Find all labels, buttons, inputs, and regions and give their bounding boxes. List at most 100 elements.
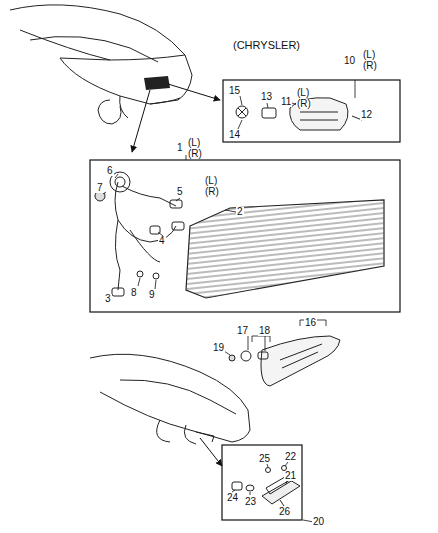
wiring-harness [112, 288, 124, 296]
car-outline [157, 420, 170, 442]
wiring-harness [137, 271, 143, 277]
wiring-harness [95, 172, 184, 296]
license-lamp [232, 466, 300, 507]
car-outline [100, 392, 232, 442]
side-marker-lamp [262, 108, 276, 118]
callout-number: 1 [176, 143, 184, 153]
backup-lamp [229, 336, 340, 386]
side-marker-lamp [238, 108, 246, 116]
leader-line [225, 210, 236, 212]
wiring-harness [153, 273, 159, 279]
leader-arrow [132, 84, 220, 152]
callout-number: 15 [228, 86, 241, 96]
make-label: (CHRYSLER) [232, 40, 301, 51]
leader-line [267, 464, 268, 467]
car-outline [20, 30, 110, 60]
leader-line [232, 490, 235, 492]
side-marker-lamp [300, 112, 338, 120]
backup-lamp [261, 336, 340, 386]
license-lamp [280, 500, 284, 506]
leader-line [186, 80, 355, 160]
callout-number: 9 [148, 290, 156, 300]
callout-number: 18 [258, 326, 271, 336]
wiring-harness [172, 222, 184, 230]
callout-number: (R) [187, 149, 203, 159]
license-lamp [282, 466, 287, 471]
callout-number: 19 [212, 343, 225, 353]
license-lamp [262, 480, 300, 504]
side-marker-lamp [236, 98, 362, 130]
backup-lamp [229, 355, 235, 361]
backup-lamp [258, 352, 268, 359]
car-outline [98, 100, 121, 124]
car-outline [184, 425, 196, 444]
leader-line [240, 96, 242, 105]
car-outline [10, 5, 192, 104]
callout-number: 4 [158, 236, 166, 246]
car-outline [30, 36, 158, 62]
callout-number: (L) [187, 138, 201, 148]
leader-line [176, 198, 180, 201]
leader-line [286, 481, 287, 484]
wiring-harness [115, 177, 125, 187]
leader-line [248, 336, 265, 351]
callout-number: 20 [312, 517, 325, 527]
inset-box [223, 80, 400, 142]
callout-number: (L) [204, 176, 218, 186]
callout-number: 8 [130, 288, 138, 298]
callout-number: (L) [296, 88, 310, 98]
callout-number: 10 [343, 56, 356, 66]
license-lamp [266, 468, 271, 473]
wiring-harness [170, 200, 182, 208]
callout-number: 2 [236, 207, 244, 217]
wiring-harness [115, 220, 120, 290]
callout-number: 5 [176, 187, 184, 197]
leader-line [252, 336, 270, 342]
lamp-lens-ribs [180, 195, 390, 305]
leader-arrow [200, 438, 222, 466]
callout-number: 11 [280, 97, 292, 107]
callout-number: 24 [226, 493, 239, 503]
side-marker-lamp [236, 106, 248, 118]
car-outline [90, 354, 250, 444]
callout-number: 16 [304, 318, 317, 328]
lamp-location [144, 76, 170, 90]
callout-number: 3 [104, 294, 112, 304]
car-outline [150, 98, 180, 104]
license-lamp [232, 482, 242, 490]
callout-number: (R) [362, 61, 378, 71]
callout-number: 25 [258, 454, 271, 464]
leader-line [155, 280, 156, 289]
wiring-harness [130, 230, 160, 262]
callout-number: 21 [284, 471, 297, 481]
leader-line [238, 120, 242, 129]
leader-line [250, 492, 251, 495]
car-outline [90, 354, 250, 442]
leader-line [285, 462, 288, 466]
backup-lamp [241, 351, 251, 361]
callout-number: 13 [260, 92, 273, 102]
callout-number: 6 [106, 166, 114, 176]
backup-lamp [280, 344, 322, 368]
inset-box [90, 160, 400, 312]
callout-number: 7 [96, 183, 104, 193]
leader-line [138, 278, 140, 286]
callout-number: 23 [244, 497, 257, 507]
leader-line [115, 174, 118, 178]
callout-number: 14 [228, 130, 241, 140]
leader-line [232, 462, 314, 522]
leader-line [355, 80, 356, 98]
car-outline [120, 380, 236, 414]
callout-number: 26 [278, 507, 291, 517]
callout-number: 22 [284, 452, 297, 462]
car-outline [10, 5, 192, 124]
car-outline [196, 432, 214, 442]
leader-arrow [168, 84, 220, 100]
license-lamp [246, 485, 254, 491]
leader-line [267, 103, 268, 108]
callout-number: 17 [236, 326, 249, 336]
wiring-harness [122, 186, 176, 206]
